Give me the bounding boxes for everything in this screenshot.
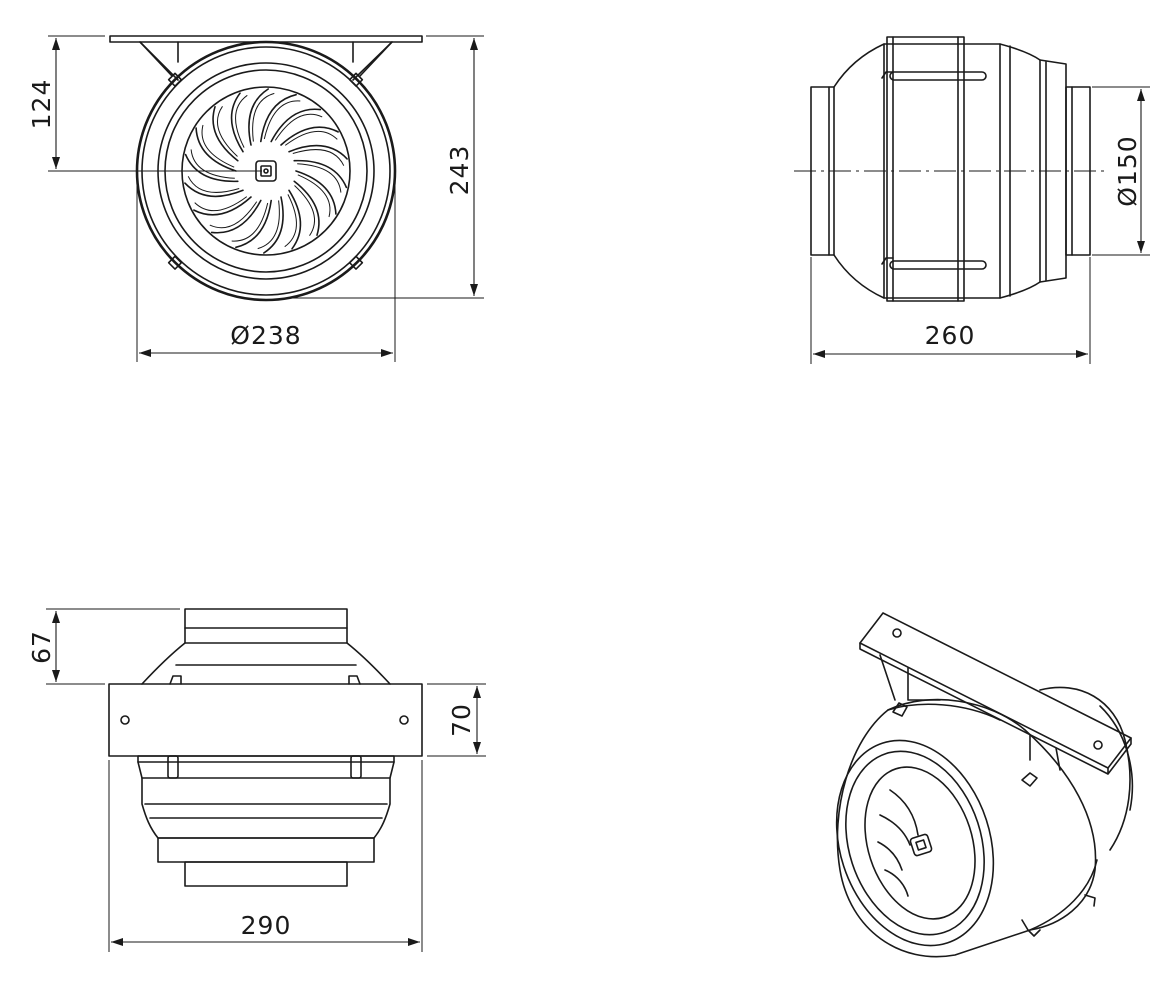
top-view: 67 70 290: [27, 608, 486, 952]
impeller-blade-edge: [194, 196, 248, 212]
impeller-blade-edge: [292, 149, 345, 166]
impeller-blade: [288, 144, 348, 160]
impeller-blade-edge: [231, 202, 269, 242]
impeller-blade: [248, 88, 269, 146]
dim-290-label: 290: [241, 911, 292, 940]
impeller-blade-edge: [284, 194, 297, 248]
impeller-blade-edge: [190, 149, 235, 179]
side-view: Ø150 260: [794, 36, 1150, 364]
impeller-blade: [288, 189, 302, 250]
dim-70-label: 70: [447, 703, 476, 737]
impeller-blade-edge: [235, 94, 248, 148]
impeller-blade: [293, 180, 320, 236]
impeller-blade-edge: [209, 201, 258, 229]
dim-124-label: 124: [27, 79, 56, 130]
impeller-blade: [260, 93, 297, 143]
impeller-blade-edge: [297, 163, 342, 193]
impeller-blade: [295, 170, 337, 215]
front-view: 124 243 Ø238: [27, 35, 484, 362]
impeller-blade-edge: [284, 130, 338, 146]
front-bolts: [167, 72, 364, 270]
impeller-blade-edge: [263, 100, 301, 140]
dim-238-label: Ø238: [230, 321, 301, 350]
impeller-blade: [270, 108, 322, 143]
impeller-blade: [212, 106, 239, 162]
isometric-view: [835, 612, 1134, 958]
impeller-blade: [210, 199, 262, 234]
impeller-blade: [235, 199, 272, 249]
impeller-blade-edge: [252, 92, 275, 142]
impeller-blade: [230, 92, 244, 153]
dim-243-label: 243: [445, 145, 474, 196]
impeller-blade: [193, 196, 252, 216]
impeller-blade-edge: [297, 174, 331, 218]
impeller-blade-edge: [187, 176, 240, 193]
dim-150-label: Ø150: [1113, 135, 1142, 206]
impeller-blades: [184, 88, 348, 254]
dim-260-label: 260: [925, 321, 976, 350]
dim-67-label: 67: [27, 630, 56, 664]
impeller-blade: [184, 153, 239, 183]
impeller-blade: [195, 127, 237, 172]
impeller-blade-edge: [201, 124, 235, 168]
impeller-blade-edge: [294, 185, 315, 236]
impeller-blade-edge: [257, 200, 280, 250]
impeller-blade-edge: [217, 106, 238, 157]
impeller-blade: [280, 126, 339, 146]
impeller-blade: [184, 182, 244, 198]
impeller-blade-edge: [274, 113, 323, 141]
impeller-blade: [263, 196, 284, 254]
impeller-blade: [293, 159, 348, 189]
